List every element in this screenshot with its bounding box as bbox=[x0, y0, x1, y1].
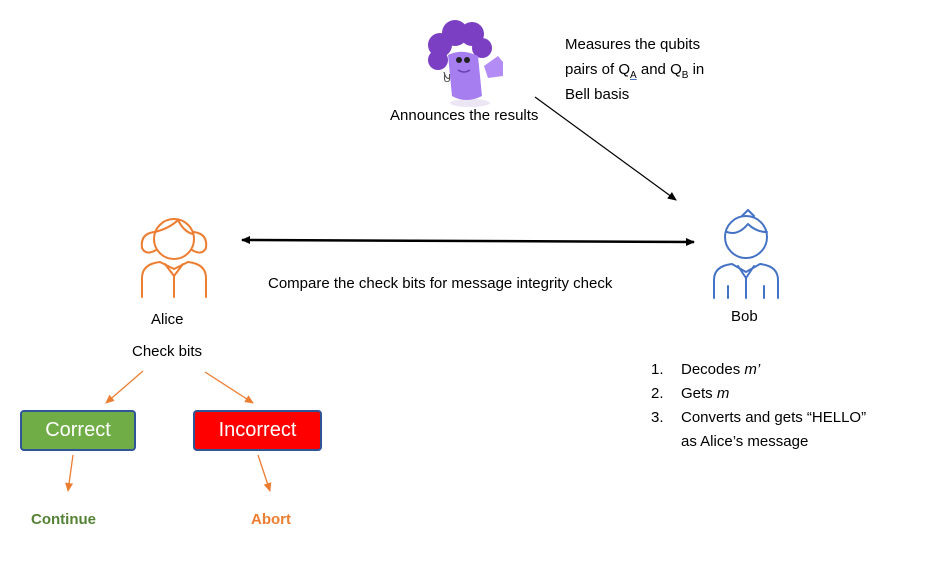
compare-label: Compare the check bits for message integ… bbox=[268, 275, 613, 292]
arrow-to-abort bbox=[257, 454, 272, 492]
step-text-continued: as Alice’s message bbox=[681, 433, 809, 450]
measure-arrow bbox=[534, 96, 677, 201]
alice-action: Check bits bbox=[132, 343, 203, 360]
purple-mascot-icon: U bbox=[428, 20, 503, 107]
abort-label: Abort bbox=[251, 511, 291, 528]
measure-label-line1: Measures the qubits bbox=[565, 36, 701, 53]
step-text: Gets bbox=[681, 385, 717, 402]
arrow-to-incorrect bbox=[204, 371, 254, 404]
bob-step-3-continued: as Alice’s message bbox=[651, 430, 866, 454]
step-number: 3. bbox=[651, 409, 664, 426]
arrow-to-continue bbox=[65, 454, 74, 492]
step-emphasis: m bbox=[716, 385, 730, 402]
step-number: 1. bbox=[651, 361, 664, 378]
bob-steps-list: 1. Decodes m’ 2. Gets m 3. Converts and get… bbox=[651, 358, 866, 454]
qb-subscript: B bbox=[681, 70, 689, 81]
bob-name: Bob bbox=[731, 308, 758, 325]
announce-label: Announces the results bbox=[390, 107, 539, 124]
step-text: Decodes bbox=[681, 361, 745, 378]
step-emphasis: m’ bbox=[744, 361, 761, 378]
bob-step-2: 2. Gets m bbox=[651, 382, 866, 406]
compare-double-arrow bbox=[241, 236, 695, 246]
step-text: Converts and gets “HELLO” bbox=[681, 409, 867, 426]
measure-and: and Q bbox=[636, 61, 682, 78]
bob-step-1: 1. Decodes m’ bbox=[651, 358, 866, 382]
boy-person-icon bbox=[713, 209, 779, 299]
measure-label-line2: pairs of QA and QB in bbox=[565, 60, 704, 86]
alice-name: Alice bbox=[151, 311, 184, 328]
svg-text:U: U bbox=[443, 72, 451, 85]
qa-subscript: A bbox=[630, 70, 637, 81]
measure-label-line3: Bell basis bbox=[565, 86, 630, 103]
incorrect-box: Incorrect bbox=[193, 410, 322, 451]
measure-prefix: pairs of Q bbox=[565, 61, 631, 78]
bob-step-3: 3. Converts and gets “HELLO” bbox=[651, 406, 866, 430]
correct-box: Correct bbox=[20, 410, 136, 451]
measure-suffix: in bbox=[688, 61, 705, 78]
continue-label: Continue bbox=[31, 511, 96, 528]
arrow-to-correct bbox=[105, 370, 144, 404]
girl-person-icon bbox=[140, 218, 208, 298]
step-number: 2. bbox=[651, 385, 664, 402]
